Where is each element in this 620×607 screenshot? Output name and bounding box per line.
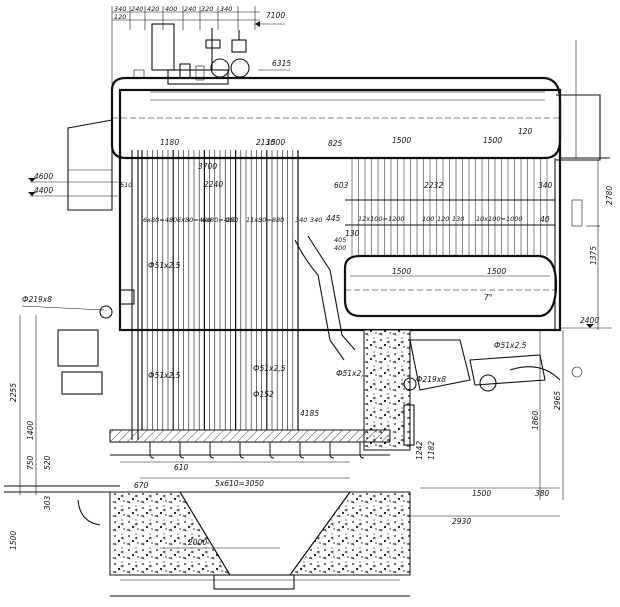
dim-panel-4: 180 [226, 216, 238, 224]
dim-1500-left: 1500 [9, 531, 18, 550]
dim-130: 130 [345, 229, 360, 238]
dim-603: 603 [334, 181, 349, 190]
grate-hook [149, 442, 155, 459]
dim-1500-d: 1500 [392, 267, 411, 276]
dim-top-340: 340 [114, 5, 126, 13]
dim-1500-bottom: 1500 [472, 489, 491, 498]
dim-2780: 2780 [605, 186, 614, 205]
pipe-51-d: Ф51x2,5 [336, 369, 369, 378]
pipe-219-b: Ф219x8 [416, 375, 446, 384]
dim-top-240b: 240 [184, 5, 196, 13]
left-elevations: 4600 4400 [28, 172, 118, 197]
top-fittings [133, 23, 250, 85]
dim-400: 400 [334, 244, 346, 252]
dim-2130: 2130 [256, 138, 275, 147]
top-dimension-chain: 340 240 420 400 240 320 340 120 7100 631… [111, 5, 291, 85]
dim-top-240: 240 [131, 5, 143, 13]
tubes-1000: 10x100=1000 [476, 215, 523, 223]
dim-top-400: 400 [165, 5, 177, 13]
right-lower-casing [363, 329, 583, 451]
dim-1182: 1182 [427, 441, 436, 460]
grate-hook [269, 442, 275, 459]
dim-1500-c: 1500 [266, 138, 285, 147]
dim-1180: 1180 [160, 138, 179, 147]
grate-hook [209, 442, 215, 459]
dim-2255: 2255 [9, 383, 18, 402]
dim-750: 750 [26, 455, 35, 470]
dim-1500-b: 1500 [483, 136, 502, 145]
dim-2930: 2930 [452, 517, 471, 526]
dim-3700: 3700 [198, 162, 217, 171]
grate-hook [359, 442, 365, 459]
grate: 610 670 5x610=3050 [109, 429, 391, 490]
screen-labels: 6x80=480 6x80=480 6x80=480 180 11x80=880… [120, 138, 369, 418]
pipe-51-e: Ф51x2,5 [494, 341, 527, 350]
grate-hook [239, 442, 245, 459]
dim-7deg: 7° [484, 293, 493, 302]
dim-610: 610 [174, 463, 189, 472]
dim-1500-a: 1500 [392, 136, 411, 145]
pipe-51-a: Ф51x2,5 [148, 261, 181, 270]
left-equipment: Ф219x8 2255 1400 750 520 303 1500 [4, 289, 135, 550]
dim-2232: 2232 [424, 181, 443, 190]
dim-top-340b: 340 [220, 5, 232, 13]
tubes-1200: 12x100=1200 [358, 215, 405, 223]
dim-top-420: 420 [147, 5, 159, 13]
dim-1242: 1242 [415, 441, 424, 460]
dim-panel-2: 6x80=480 [177, 216, 211, 224]
pipe-219: Ф219x8 [22, 295, 52, 304]
elev-7100: 7100 [266, 11, 285, 20]
dim-120: 120 [518, 127, 533, 136]
dim-303: 303 [43, 495, 52, 510]
furnace-shell [67, 40, 610, 440]
dim-380: 380 [535, 489, 550, 498]
ash-hopper: 2000 [109, 491, 411, 597]
grate-hook [329, 442, 335, 459]
dim-670: 670 [134, 481, 149, 490]
dim-340: 340 [538, 181, 553, 190]
pipe-51-b: Ф51x2,5 [148, 371, 181, 380]
dim-panel-1: 6x80=480 [143, 216, 177, 224]
dim-1400: 1400 [26, 421, 35, 440]
dim-2240: 2240 [204, 180, 223, 189]
dim-520: 520 [43, 455, 52, 470]
grate-hook [179, 442, 185, 459]
elev-2400: 2400 [580, 316, 599, 325]
dim-445: 445 [326, 214, 341, 223]
dim-1860: 1860 [531, 411, 540, 430]
dim-510: 510 [120, 181, 132, 189]
pipe-152: Ф152 [253, 390, 274, 399]
dim-panel-340a: 340 [295, 216, 307, 224]
dim-2965: 2965 [553, 391, 562, 410]
elev-4600: 4600 [34, 172, 53, 181]
dim-405: 405 [334, 236, 346, 244]
dim-825: 825 [328, 139, 343, 148]
dim-top-320: 320 [201, 5, 213, 13]
elev-6315: 6315 [272, 59, 291, 68]
right-dimensions: 2780 1375 2400 1860 2965 1500 380 2930 Ф… [400, 160, 614, 526]
tubes-100: 100 [422, 215, 434, 223]
dim-2000: 2000 [188, 538, 207, 547]
dim-4185: 4185 [300, 409, 319, 418]
dim-top-120: 120 [114, 13, 126, 21]
dim-panel-3: 6x80=480 [202, 216, 236, 224]
elev-4400: 4400 [34, 186, 53, 195]
dim-panel-mid: 11x80=880 [246, 216, 284, 224]
tubes-120: 120 [437, 215, 449, 223]
dim-40: 40 [540, 215, 550, 224]
tube-screens [141, 150, 548, 459]
pipe-51-c: Ф51x2,5 [253, 364, 286, 373]
grate-hook [299, 442, 305, 459]
tubes-130: 130 [452, 215, 464, 223]
dim-1375: 1375 [589, 246, 598, 265]
convective-section: 12x100=1200 100 120 130 10x100=1000 40 2… [294, 181, 558, 361]
dim-panel-340b: 340 [310, 216, 322, 224]
dim-1500-e: 1500 [487, 267, 506, 276]
grate-label: 5x610=3050 [215, 479, 264, 488]
